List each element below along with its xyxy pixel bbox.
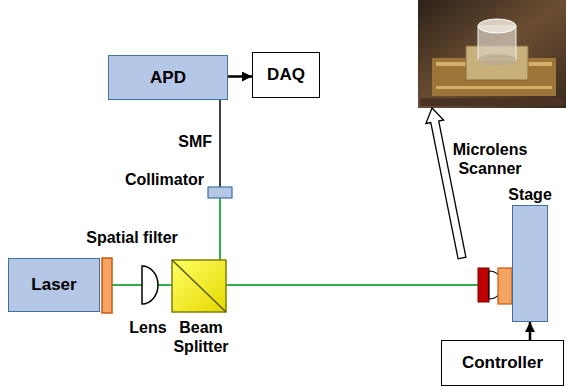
daq-box: DAQ — [252, 52, 320, 98]
stage-heading: Stage — [508, 186, 552, 204]
splitter-label: Beam Splitter — [163, 318, 239, 356]
photo-pointer-arrow — [426, 108, 466, 259]
filter-label: Spatial filter — [78, 228, 186, 247]
collimator-label: Collimator — [106, 170, 204, 189]
node-label: APD — [150, 68, 186, 88]
fiber-line — [219, 100, 221, 187]
sample-plate — [498, 268, 512, 304]
stage-block: Stage — [512, 205, 548, 322]
lens-symbol — [142, 266, 158, 304]
signal-arrow — [228, 75, 252, 78]
laser-box: Laser — [8, 258, 100, 312]
node-label: DAQ — [267, 65, 305, 85]
collimator — [208, 187, 232, 198]
fiber-label: SMF — [150, 132, 212, 151]
detector-box: APD — [108, 55, 228, 100]
device-photo — [418, 0, 566, 108]
beam-splitter — [172, 260, 226, 312]
signal-arrow — [529, 322, 532, 340]
lens-label: Lens — [124, 318, 172, 337]
spatial-filter — [102, 258, 112, 313]
laser-beam — [112, 284, 478, 286]
node-label: Laser — [31, 275, 76, 295]
node-label: Controller — [462, 353, 543, 373]
scanner-label: Microlens Scanner — [448, 140, 532, 178]
controller-box: Controller — [441, 340, 564, 386]
